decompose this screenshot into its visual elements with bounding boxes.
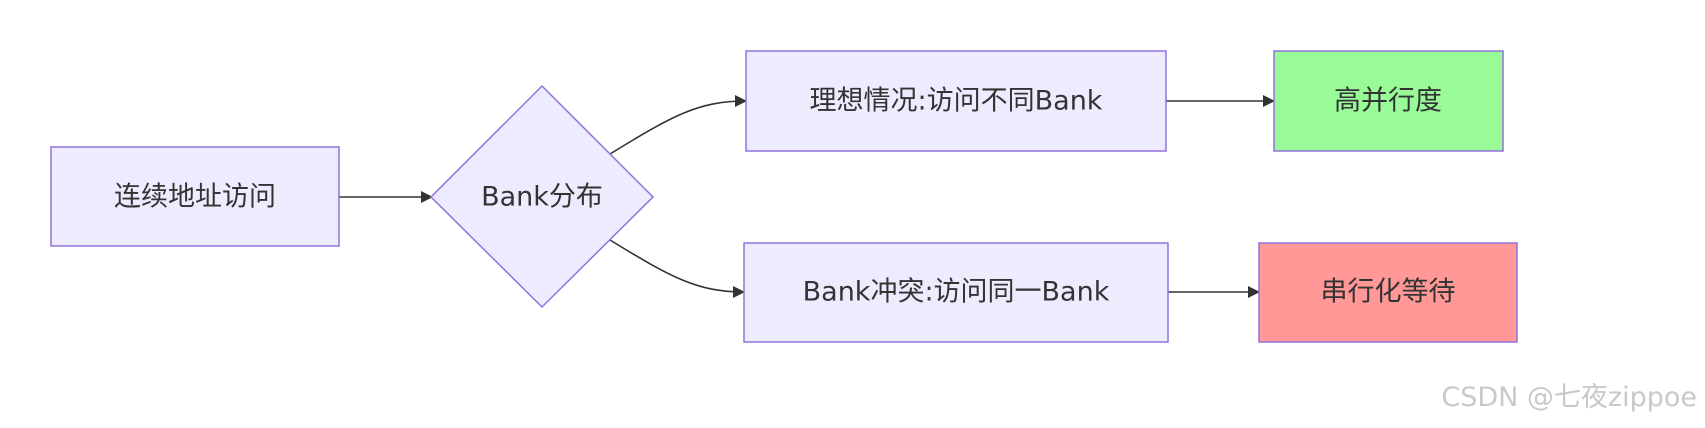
edge-decision-to-conflict — [609, 239, 745, 298]
node-conflict-box — [743, 242, 1169, 343]
node-start: 连续地址访问 — [50, 146, 340, 247]
node-decision-label: Bank分布 — [481, 182, 603, 213]
node-start-label: 连续地址访问 — [114, 182, 276, 213]
edge-decision-to-ideal — [609, 95, 747, 155]
csdn-watermark: CSDN @七夜zippoe — [1441, 382, 1697, 413]
node-decision-diamond — [429, 84, 655, 309]
node-serial: 串行化等待 — [1258, 242, 1518, 343]
node-ideal: 理想情况:访问不同Bank — [745, 50, 1167, 152]
node-ideal-box — [745, 50, 1167, 152]
node-high-box — [1273, 50, 1504, 152]
node-start-box — [50, 146, 340, 247]
node-serial-label: 串行化等待 — [1321, 277, 1456, 308]
node-high-label: 高并行度 — [1334, 86, 1442, 117]
edges — [339, 95, 1275, 298]
node-ideal-label: 理想情况:访问不同Bank — [810, 86, 1103, 117]
node-high: 高并行度 — [1273, 50, 1504, 152]
node-decision: Bank分布 — [429, 84, 655, 309]
node-conflict: Bank冲突:访问同一Bank — [743, 242, 1169, 343]
node-serial-box — [1258, 242, 1518, 343]
node-conflict-label: Bank冲突:访问同一Bank — [803, 277, 1110, 308]
